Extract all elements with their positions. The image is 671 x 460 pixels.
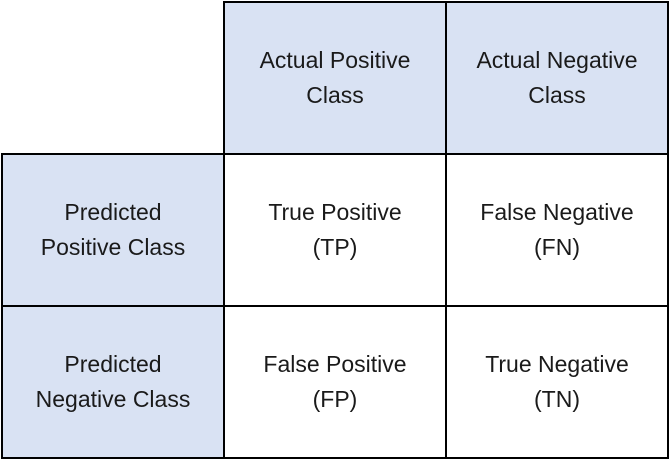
cell-label: True Positive (TP) <box>268 199 402 260</box>
cell-false-negative: False Negative (FN) <box>446 154 668 306</box>
cell-label: False Positive (FP) <box>263 351 407 412</box>
grid-line-header-bottom <box>1 153 669 155</box>
cell-false-positive: False Positive (FP) <box>224 306 446 458</box>
grid-line-right <box>667 1 669 459</box>
column-header-label: Actual Negative Class <box>476 47 638 108</box>
grid-line-col-2 <box>445 1 447 459</box>
row-header-predicted-negative: Predicted Negative Class <box>2 306 224 458</box>
cell-true-positive: True Positive (TP) <box>224 154 446 306</box>
grid-line-left <box>1 153 3 459</box>
column-header-actual-positive: Actual Positive Class <box>224 2 446 154</box>
grid-line-row-divider <box>1 305 669 307</box>
grid-line-col-1 <box>223 1 225 459</box>
grid-line-bottom <box>1 457 669 459</box>
column-header-label: Actual Positive Class <box>259 47 411 108</box>
column-header-actual-negative: Actual Negative Class <box>446 2 668 154</box>
row-header-predicted-positive: Predicted Positive Class <box>2 154 224 306</box>
cell-true-negative: True Negative (TN) <box>446 306 668 458</box>
row-header-label: Predicted Negative Class <box>35 351 191 412</box>
cell-label: False Negative (FN) <box>480 199 634 260</box>
cell-label: True Negative (TN) <box>485 351 629 412</box>
row-header-label: Predicted Positive Class <box>40 199 186 260</box>
